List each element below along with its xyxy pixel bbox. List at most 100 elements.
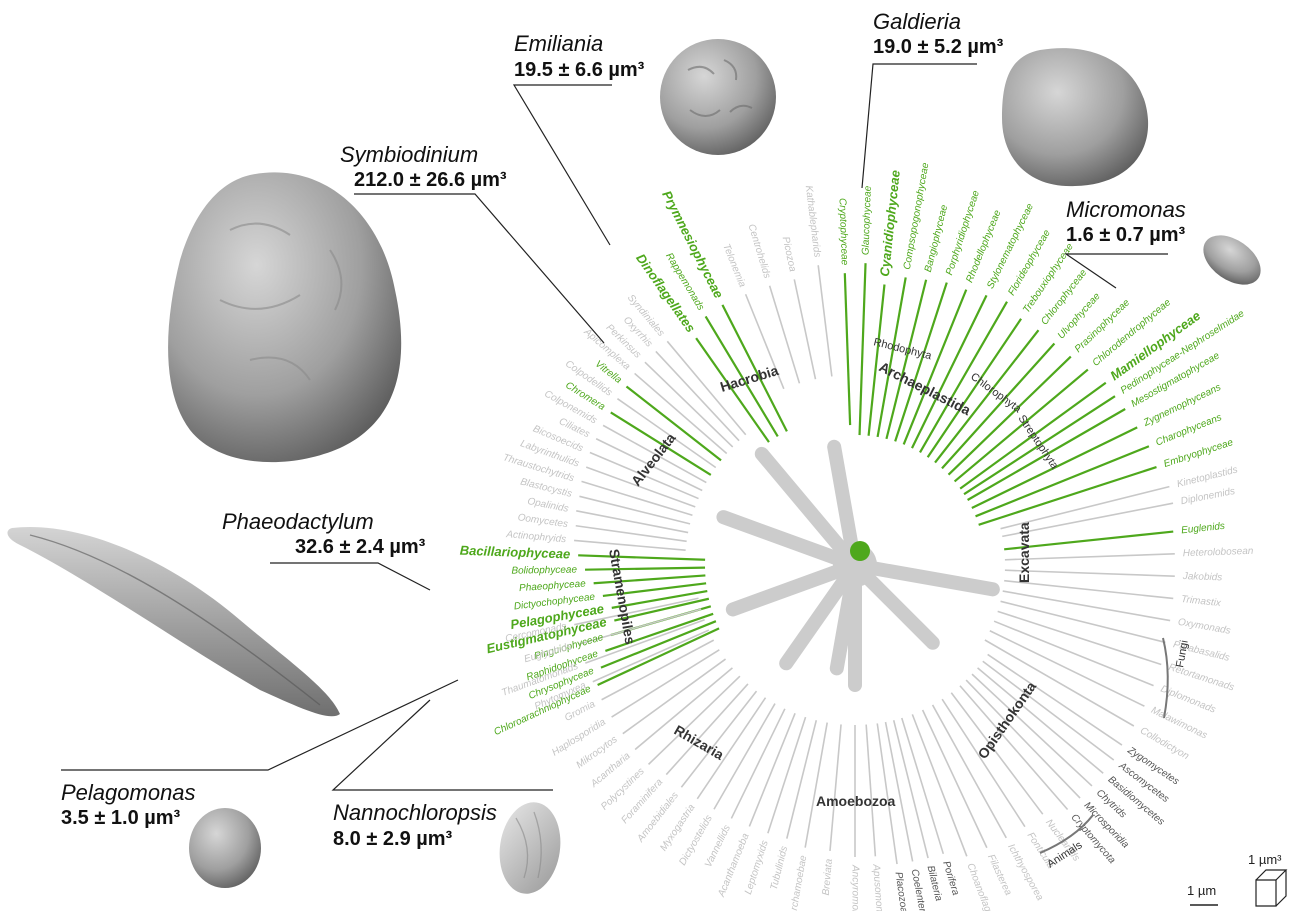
scale-cube-icon xyxy=(1255,869,1288,907)
branch-chloroarachniophyceae xyxy=(597,627,720,687)
branch-malawimonas xyxy=(989,630,1145,707)
branch-embryophyceae xyxy=(978,465,1157,526)
taxon-label: Diplonemids xyxy=(1180,486,1236,507)
taxon-label: Bolidophyceae xyxy=(511,565,577,577)
taxon-label: Euglenids xyxy=(1181,521,1226,537)
taxon-label: Cyanidiophyceae xyxy=(877,169,903,277)
pelagomonas-cell-image xyxy=(189,808,261,888)
branch-telonemia xyxy=(744,293,785,390)
branch-ulvophyceae xyxy=(941,342,1056,470)
archaeplastida-root xyxy=(850,541,870,561)
branch-oxyrrhis xyxy=(655,350,740,442)
taxon-label: Phaeophyceae xyxy=(519,578,587,594)
branch-ascomycetes xyxy=(982,660,1115,761)
branch-florideophyceae xyxy=(919,301,1008,453)
micromonas-volume: 1.6 ± 0.7 µm³ xyxy=(1066,224,1186,246)
branch-gromia xyxy=(601,639,715,701)
group-fungi: Fungi xyxy=(1174,639,1191,668)
branch-apusomonads xyxy=(865,724,877,857)
nannochloropsis-cell-image xyxy=(499,802,561,894)
branch-fonticula xyxy=(941,698,1026,828)
branch-haplosporidia xyxy=(611,649,720,718)
branch-parabasalids xyxy=(1000,600,1166,644)
taxon-label: Opalinids xyxy=(526,496,569,515)
branch-microsporidia xyxy=(965,679,1081,799)
branch-porifera xyxy=(901,717,945,855)
organism-emiliania: Emiliania 19.5 ± 6.6 µm³ xyxy=(512,31,776,246)
phaeodactylum-leader xyxy=(270,562,431,591)
micromonas-leader xyxy=(1064,253,1168,289)
taxon-label: Heterolobosean xyxy=(1183,546,1254,559)
branch-archamoebae xyxy=(804,722,829,848)
branch-chytrids xyxy=(971,673,1093,787)
branch-diplomonads xyxy=(993,620,1154,687)
clade-rhizaria: Rhizaria xyxy=(672,722,727,763)
organism-symbiodinium: Symbiodinium 212.0 ± 26.6 µm³ xyxy=(168,142,605,463)
branch-stylonematophyceae xyxy=(910,294,988,449)
branch-raphidophyceae xyxy=(605,612,714,652)
symbiodinium-name: Symbiodinium xyxy=(340,142,478,167)
trunk-branch xyxy=(716,510,862,572)
branch-diplonemids xyxy=(1002,502,1174,538)
taxon-label: Glaucophyceae xyxy=(860,185,873,255)
branch-leptomyxids xyxy=(767,716,807,834)
symbiodinium-leader xyxy=(354,193,605,344)
branch-actinophryids xyxy=(574,539,686,551)
pelagomonas-leader xyxy=(61,679,459,771)
galdieria-leader xyxy=(861,63,977,189)
organism-pelagomonas: Pelagomonas 3.5 ± 1.0 µm³ xyxy=(61,679,459,888)
branch-rhodellophyceae xyxy=(902,289,968,445)
pelagomonas-volume: 3.5 ± 1.0 µm³ xyxy=(61,807,181,829)
branch-zygnemophyceans xyxy=(971,426,1138,510)
branch-eustigmatophyceae xyxy=(614,597,710,622)
branch-mamiellophyceae xyxy=(959,381,1107,490)
taxon-label: Breviata xyxy=(821,858,835,896)
branch-thraustochytrids xyxy=(581,480,693,517)
branch-thaumatomonads xyxy=(585,618,705,664)
branch-cryptophyceae xyxy=(843,273,852,426)
taxon-label: Picozoa xyxy=(780,236,798,274)
branch-bilateria xyxy=(892,720,929,859)
branch-acantharia xyxy=(634,667,733,751)
emiliania-texture xyxy=(687,59,753,117)
taxon-label: Archamoebae xyxy=(788,854,810,911)
branch-ichthyosporea xyxy=(931,704,1007,839)
organisms: Symbiodinium 212.0 ± 26.6 µm³ Emiliania … xyxy=(7,9,1261,894)
symbiodinium-volume: 212.0 ± 26.6 µm³ xyxy=(354,169,507,191)
taxon-label: Tubulinids xyxy=(769,845,791,891)
emiliania-leader xyxy=(512,84,612,246)
branch-ciliates xyxy=(595,438,703,492)
branch-choanoflagellates xyxy=(911,714,968,857)
branch-oxymonads xyxy=(1002,590,1171,622)
branch-perkinsus xyxy=(644,361,734,448)
emiliania-volume: 19.5 ± 6.6 µm³ xyxy=(514,59,645,81)
branch-glaucophyceae xyxy=(858,263,867,436)
branch-pelagophyceae xyxy=(611,589,708,609)
trunk-branch xyxy=(754,446,862,572)
organism-phaeodactylum: Phaeodactylum 32.6 ± 2.4 µm³ xyxy=(7,509,431,717)
branch-colponemids xyxy=(602,424,707,484)
branch-cyanidiophyceae xyxy=(867,284,886,436)
branch-cercomonads xyxy=(574,597,699,626)
galdieria-volume: 19.0 ± 5.2 µm³ xyxy=(873,36,1004,58)
galdieria-cell-image xyxy=(1002,48,1149,187)
branch-prasinophyceae xyxy=(947,355,1072,476)
nannochloropsis-volume: 8.0 ± 2.9 µm³ xyxy=(333,828,453,850)
symbiodinium-cell-image xyxy=(168,172,402,463)
organism-nannochloropsis: Nannochloropsis 8.0 ± 2.9 µm³ xyxy=(331,699,561,894)
branch-tubulinids xyxy=(786,720,818,839)
branch-syndiniales xyxy=(666,340,747,436)
organism-galdieria: Galdieria 19.0 ± 5.2 µm³ xyxy=(861,9,1149,189)
branch-chlorodendrophyceae xyxy=(953,368,1089,483)
taxon-label: Oxymonads xyxy=(1177,617,1231,637)
branch-labyrinthulids xyxy=(585,466,696,508)
nannochloropsis-leader xyxy=(331,699,553,791)
branch-trimastix xyxy=(1004,579,1174,600)
branch-apicomplexa xyxy=(634,372,728,455)
tree-branches xyxy=(574,263,1175,865)
branch-coelenterata xyxy=(884,721,914,862)
branch-jakobids xyxy=(1004,569,1175,577)
symbiodinium-texture xyxy=(219,222,343,381)
taxon-label: Bilateria xyxy=(925,865,945,903)
